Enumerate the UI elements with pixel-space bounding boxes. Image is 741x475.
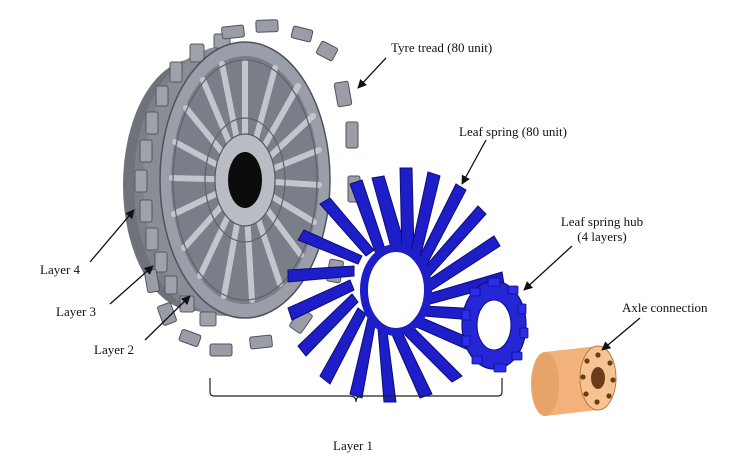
label-leaf-spring: Leaf spring (80 unit) [459,124,567,139]
arrow-layer-4 [89,209,135,263]
arrow-leaf-spring-hub [523,245,573,291]
arrow-layer-3 [109,265,154,305]
label-layer-1: Layer 1 [333,438,374,453]
label-layer-4: Layer 4 [40,262,81,277]
leaf-spring-hub [461,277,529,373]
arrow-axle-connection [601,317,641,351]
leader-arrows [89,57,641,351]
arrow-tyre-tread [357,57,387,89]
label-leaf-spring-hub-line1: Leaf spring hub [560,214,644,229]
leaf-spring-centre-opening [364,248,428,332]
axle-connection [531,345,617,416]
label-layer-3: Layer 3 [56,304,97,319]
arrow-leaf-spring [461,139,487,185]
tyre-tread-ring [143,19,361,357]
wheel-hub-bore [228,152,262,208]
leaf-spring [287,167,505,403]
layer-1-bracket [209,378,503,403]
arrow-layer-2 [144,295,191,341]
label-layer-2: Layer 2 [94,342,135,357]
label-leaf-spring-hub: Leaf spring hub (4 layers) [552,214,652,244]
wheel-spoke-edges [172,59,318,301]
label-leaf-spring-hub-line2: (4 layers) [577,229,627,244]
label-tyre-tread: Tyre tread (80 unit) [391,40,493,55]
wheel-assembly [123,33,331,327]
label-axle-connection: Axle connection [622,300,708,315]
